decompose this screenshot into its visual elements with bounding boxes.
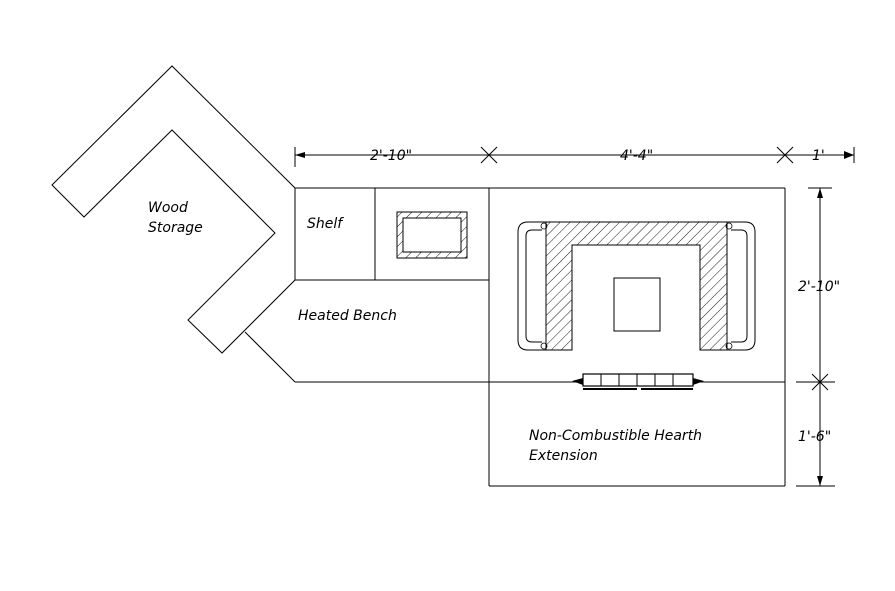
left-bench-pipe [517, 221, 548, 351]
top-dimension-line [294, 146, 855, 167]
heater-masonry [545, 221, 728, 351]
right-bench-pipe [725, 221, 756, 351]
hearth-label-line1: Non-Combustible Hearth [529, 428, 702, 444]
shelf-inset-box [396, 211, 468, 259]
dim-hearth-depth: 1'-6" [798, 429, 831, 445]
firebox [613, 277, 661, 332]
dim-heater-depth: 2'-10" [798, 279, 840, 295]
hearth-label-line2: Extension [529, 448, 598, 464]
shelf-label: Shelf [307, 216, 344, 232]
room-outline [244, 187, 786, 487]
heated-bench-label: Heated Bench [298, 308, 397, 324]
wood-storage-rack [51, 65, 296, 354]
fire-door [572, 373, 704, 390]
dim-right-offset: 1' [812, 148, 825, 164]
wood-storage-label-line1: Wood [148, 200, 188, 216]
wood-storage-label-line2: Storage [148, 220, 203, 236]
dim-heater-width: 4'-4" [620, 148, 653, 164]
dim-shelf-width: 2'-10" [370, 148, 412, 164]
right-dimension-line [796, 187, 835, 487]
